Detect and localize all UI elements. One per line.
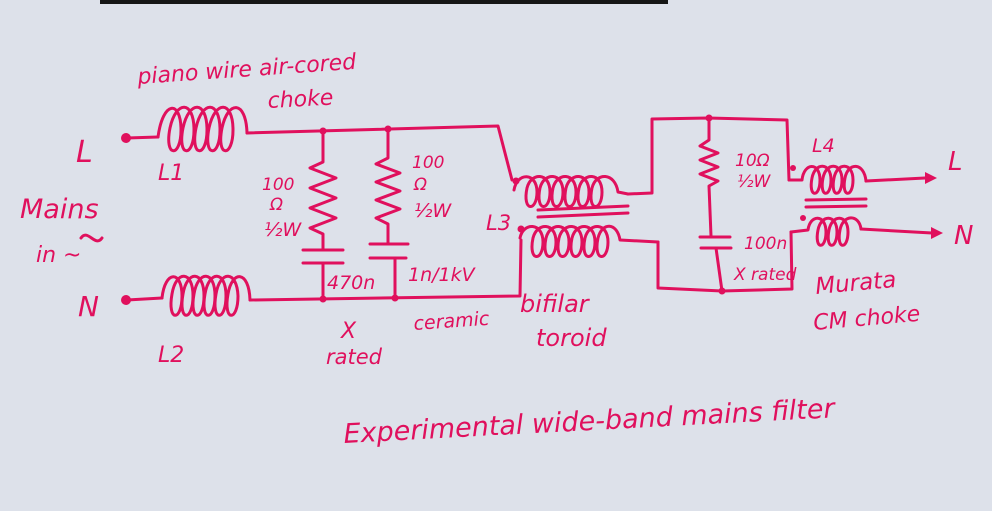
- label-mains: Mains: [20, 194, 99, 225]
- label-murata: Murata: [814, 267, 897, 300]
- inductor-L4-upper: [787, 164, 868, 195]
- label-R2-ohm: Ω: [413, 175, 427, 195]
- resistor-R2: [374, 127, 402, 246]
- wire-L-main: [245, 124, 514, 182]
- wire-N-in: [124, 296, 164, 302]
- label-output-L: L: [948, 147, 963, 177]
- wire-N-main: [248, 238, 523, 302]
- dot-L4-top: [790, 165, 796, 171]
- label-input-N: N: [78, 290, 99, 323]
- mains-tilde-icon: [79, 233, 104, 243]
- label-piano-wire: piano wire air-cored: [136, 50, 358, 90]
- inductor-L3-lower: [518, 224, 660, 258]
- arrow-N-out: [931, 227, 943, 239]
- inductor-L2: [160, 274, 252, 317]
- label-mains-in: in ~: [36, 243, 81, 268]
- top-edge-bar: [100, 0, 668, 4]
- label-R3-value: 10Ω: [735, 151, 770, 171]
- label-R1-value: 100: [262, 175, 294, 195]
- label-choke: choke: [267, 86, 334, 114]
- label-R1-ohm: Ω: [269, 195, 283, 215]
- label-R2-value: 100: [412, 153, 444, 173]
- resistor-R1: [308, 129, 338, 252]
- label-L1: L1: [158, 161, 184, 186]
- label-output-N: N: [954, 221, 973, 251]
- label-C3-value: 100n: [744, 234, 787, 254]
- label-cm-choke: CM choke: [812, 302, 921, 336]
- label-L4: L4: [812, 135, 835, 157]
- label-R3-power: ½W: [737, 172, 771, 192]
- resistor-R3: [698, 116, 720, 238]
- capacitor-C3: [698, 235, 733, 293]
- arrow-L-out: [925, 172, 937, 184]
- cm-choke-core: [804, 197, 868, 209]
- label-X-rated-1: X: [340, 319, 357, 344]
- capacitor-C1: [301, 248, 345, 301]
- label-C2-value: 1n/1kV: [408, 264, 477, 286]
- label-R2-power: ½W: [414, 200, 452, 222]
- wire-L-out: [864, 176, 927, 183]
- capacitor-C2: [368, 242, 410, 300]
- inductor-L3-upper: [512, 175, 630, 208]
- label-X-rated-2: X rated: [733, 265, 797, 285]
- label-C1-value: 470n: [327, 272, 375, 294]
- dot-L4-bottom: [800, 215, 806, 221]
- label-L2: L2: [158, 343, 184, 368]
- diagram-title: Experimental wide-band mains filter: [343, 393, 837, 450]
- inductor-L4-lower: [789, 216, 863, 247]
- label-L3: L3: [486, 211, 511, 235]
- label-ceramic: ceramic: [413, 308, 491, 335]
- label-bifilar: bifilar: [520, 290, 591, 318]
- toroid-core: [536, 204, 630, 219]
- inductor-L1: [156, 105, 249, 153]
- label-toroid: toroid: [536, 324, 607, 352]
- wire-L-in: [124, 135, 160, 140]
- label-R1-power: ½W: [264, 219, 302, 241]
- label-input-L: L: [76, 135, 93, 170]
- label-rated-1: rated: [326, 345, 383, 369]
- wire-N-out: [859, 227, 934, 235]
- wire-L-right: [626, 116, 791, 196]
